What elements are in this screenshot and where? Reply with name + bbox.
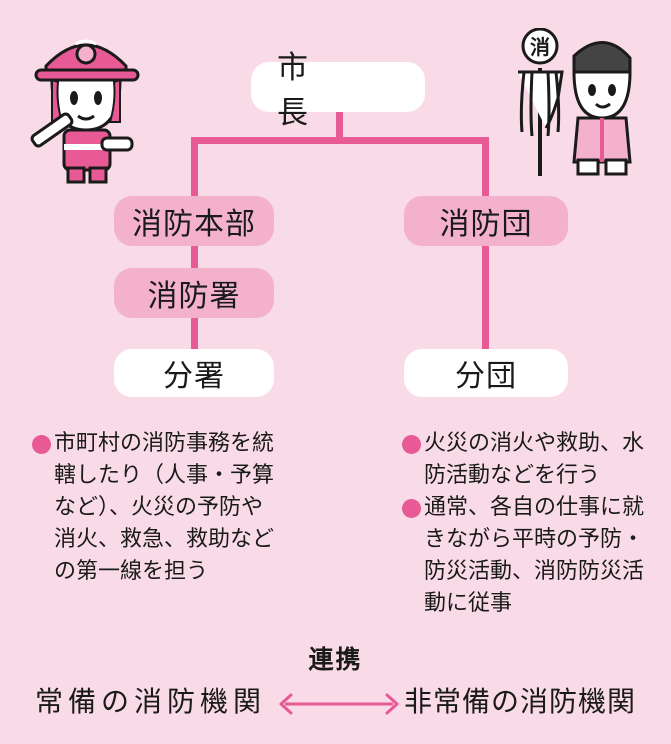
branch-corps-box: 分団	[404, 349, 568, 397]
fire-headquarters-box: 消防本部	[114, 196, 274, 246]
connector-mayor-down	[336, 112, 343, 140]
bullet-dot-icon	[32, 435, 51, 454]
right-bullet-item: 火災の消火や救助、水防活動などを行う	[402, 428, 652, 492]
right-bullet-text: 通常、各自の仕事に就きながら平時の予防・防災活動、消防防災活動に従事	[424, 495, 645, 616]
double-arrow-icon	[279, 693, 399, 715]
cooperation-label: 連携	[308, 645, 363, 674]
volunteer-fire-org-label: 非常備の消防機関	[404, 685, 637, 718]
branch-station-label: 分署	[163, 359, 225, 394]
fire-station-box: 消防署	[114, 268, 274, 318]
right-description: 火災の消火や救助、水防活動などを行う 通常、各自の仕事に就きながら平時の予防・防…	[402, 428, 652, 620]
fire-station-label: 消防署	[147, 279, 241, 314]
fire-corps-member-icon: 消	[518, 28, 632, 176]
connector-horizontal	[191, 137, 489, 144]
cooperation-section: 連携 常備の消防機関 非常備の消防機関	[0, 640, 671, 730]
fire-corps-label: 消防団	[439, 207, 533, 242]
fire-headquarters-label: 消防本部	[132, 207, 256, 242]
regular-fire-org-label: 常備の消防機関	[35, 685, 267, 718]
mayor-label: 市 長	[277, 50, 391, 131]
right-bullet-item: 通常、各自の仕事に就きながら平時の予防・防災活動、消防防災活動に従事	[402, 492, 652, 620]
left-description: 市町村の消防事務を統轄したり（人事・予算など）、火災の予防や消火、救急、救助など…	[32, 428, 282, 588]
mayor-box: 市 長	[251, 50, 425, 131]
left-bullet-item: 市町村の消防事務を統轄したり（人事・予算など）、火災の予防や消火、救急、救助など…	[32, 428, 282, 588]
branch-corps-label: 分団	[455, 359, 517, 394]
left-bullet-text: 市町村の消防事務を統轄したり（人事・予算など）、火災の予防や消火、救急、救助など…	[54, 431, 275, 584]
fire-corps-box: 消防団	[404, 196, 568, 246]
right-bullet-text: 火災の消火や救助、水防活動などを行う	[424, 431, 645, 488]
branch-station-box: 分署	[114, 349, 274, 397]
bullet-dot-icon	[402, 499, 421, 518]
firefighter-icon	[30, 39, 140, 184]
bullet-dot-icon	[402, 435, 421, 454]
matoi-badge-text: 消	[530, 35, 550, 59]
